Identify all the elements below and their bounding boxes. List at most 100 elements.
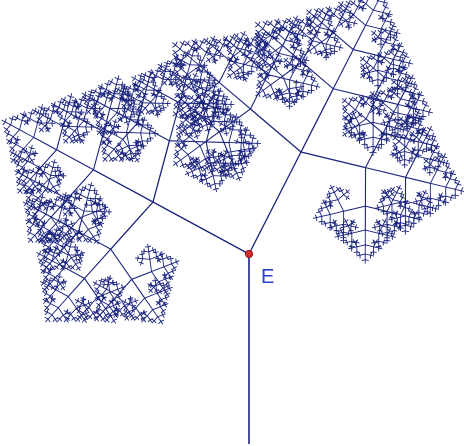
tree-branch bbox=[46, 311, 53, 316]
tree-branch bbox=[26, 195, 30, 199]
tree-branch bbox=[42, 261, 44, 266]
tree-branch bbox=[125, 303, 130, 309]
tree-branch bbox=[97, 296, 107, 310]
tree-branch bbox=[131, 315, 134, 319]
tree-branch bbox=[128, 157, 132, 160]
tree-branch bbox=[10, 141, 17, 145]
tree-branch bbox=[163, 285, 166, 291]
tree-branch bbox=[106, 281, 109, 290]
tree-branch bbox=[93, 104, 96, 109]
tree-branch bbox=[53, 234, 57, 240]
tree-branch bbox=[122, 122, 138, 140]
tree-branch bbox=[37, 205, 41, 209]
tree-branch bbox=[265, 46, 269, 48]
tree-branch bbox=[181, 55, 184, 62]
tree-branch bbox=[23, 148, 30, 157]
tree-branch bbox=[117, 117, 121, 120]
tree-branch bbox=[212, 82, 214, 87]
tree-branch bbox=[161, 314, 165, 318]
tree-branch bbox=[51, 203, 56, 209]
tree-branch bbox=[157, 314, 163, 318]
tree-branch bbox=[77, 318, 81, 322]
tree-branch bbox=[107, 81, 109, 86]
tree-branch bbox=[36, 223, 40, 227]
tree-branch bbox=[147, 246, 150, 253]
tree-branch bbox=[119, 292, 123, 297]
tree-branch bbox=[49, 276, 57, 284]
tree-branch bbox=[49, 256, 56, 264]
tree-branch bbox=[57, 307, 64, 316]
tree-branch bbox=[38, 221, 40, 226]
tree-branch bbox=[77, 254, 81, 259]
tree-branch bbox=[47, 236, 51, 240]
tree-branch bbox=[148, 132, 151, 139]
tree-branch bbox=[124, 94, 128, 97]
tree-branch bbox=[106, 92, 109, 99]
tree-branch bbox=[49, 206, 53, 209]
tree-branch bbox=[129, 146, 138, 150]
tree-branch bbox=[72, 263, 77, 268]
tree-branch bbox=[35, 112, 39, 116]
tree-branch bbox=[168, 286, 173, 289]
tree-branch bbox=[64, 223, 72, 229]
tree-branch bbox=[102, 318, 105, 322]
tree-branch bbox=[159, 306, 164, 312]
tree-branch bbox=[68, 232, 73, 235]
tree-branch bbox=[44, 244, 50, 248]
tree-branch bbox=[16, 169, 20, 172]
tree-branch bbox=[50, 199, 53, 203]
tree-branch bbox=[159, 300, 163, 303]
tree-branch bbox=[106, 288, 118, 296]
tree-branch bbox=[101, 140, 105, 143]
tree-branch bbox=[44, 268, 46, 272]
tree-branch bbox=[197, 66, 200, 71]
tree-branch bbox=[88, 302, 91, 307]
tree-branch bbox=[29, 190, 33, 194]
tree-branch bbox=[75, 318, 79, 322]
tree-branch bbox=[121, 300, 126, 303]
tree-branch bbox=[225, 175, 227, 180]
tree-branch bbox=[43, 285, 48, 288]
tree-branch bbox=[264, 44, 269, 47]
tree-branch bbox=[98, 127, 104, 133]
tree-branch bbox=[58, 225, 68, 230]
tree-branch bbox=[24, 115, 31, 120]
tree-branch bbox=[34, 185, 39, 192]
tree-branch bbox=[104, 154, 110, 160]
tree-branch bbox=[168, 82, 172, 86]
tree-branch bbox=[96, 303, 100, 306]
tree-branch bbox=[53, 159, 56, 164]
tree-branch bbox=[138, 103, 142, 107]
tree-branch bbox=[96, 131, 100, 136]
tree-branch bbox=[116, 284, 118, 290]
tree-branch bbox=[46, 202, 49, 206]
tree-branch bbox=[110, 201, 154, 250]
tree-branch bbox=[153, 286, 157, 291]
tree-branch bbox=[110, 158, 114, 162]
tree-branch bbox=[153, 320, 157, 324]
tree-branch bbox=[108, 154, 112, 160]
tree-branch bbox=[99, 207, 106, 211]
tree-branch bbox=[46, 299, 50, 303]
tree-branch bbox=[142, 317, 146, 321]
tree-branch bbox=[42, 110, 45, 116]
tree-branch bbox=[81, 140, 85, 144]
tree-branch bbox=[40, 122, 46, 127]
tree-branch bbox=[115, 148, 119, 152]
tree-branch bbox=[99, 285, 108, 290]
tree-branch bbox=[146, 309, 154, 317]
tree-branch bbox=[160, 65, 167, 69]
tree-branch bbox=[18, 180, 21, 184]
tree-branch bbox=[37, 121, 42, 124]
tree-branch bbox=[92, 217, 95, 221]
tree-branch bbox=[39, 167, 49, 180]
tree-branch bbox=[64, 239, 68, 244]
tree-branch bbox=[92, 89, 96, 92]
tree-branch bbox=[48, 164, 54, 168]
tree-branch bbox=[82, 234, 87, 240]
tree-branch bbox=[10, 157, 14, 161]
tree-branch bbox=[129, 111, 133, 121]
tree-branch bbox=[24, 208, 28, 211]
tree-branch bbox=[96, 229, 100, 233]
tree-branch bbox=[50, 119, 64, 127]
